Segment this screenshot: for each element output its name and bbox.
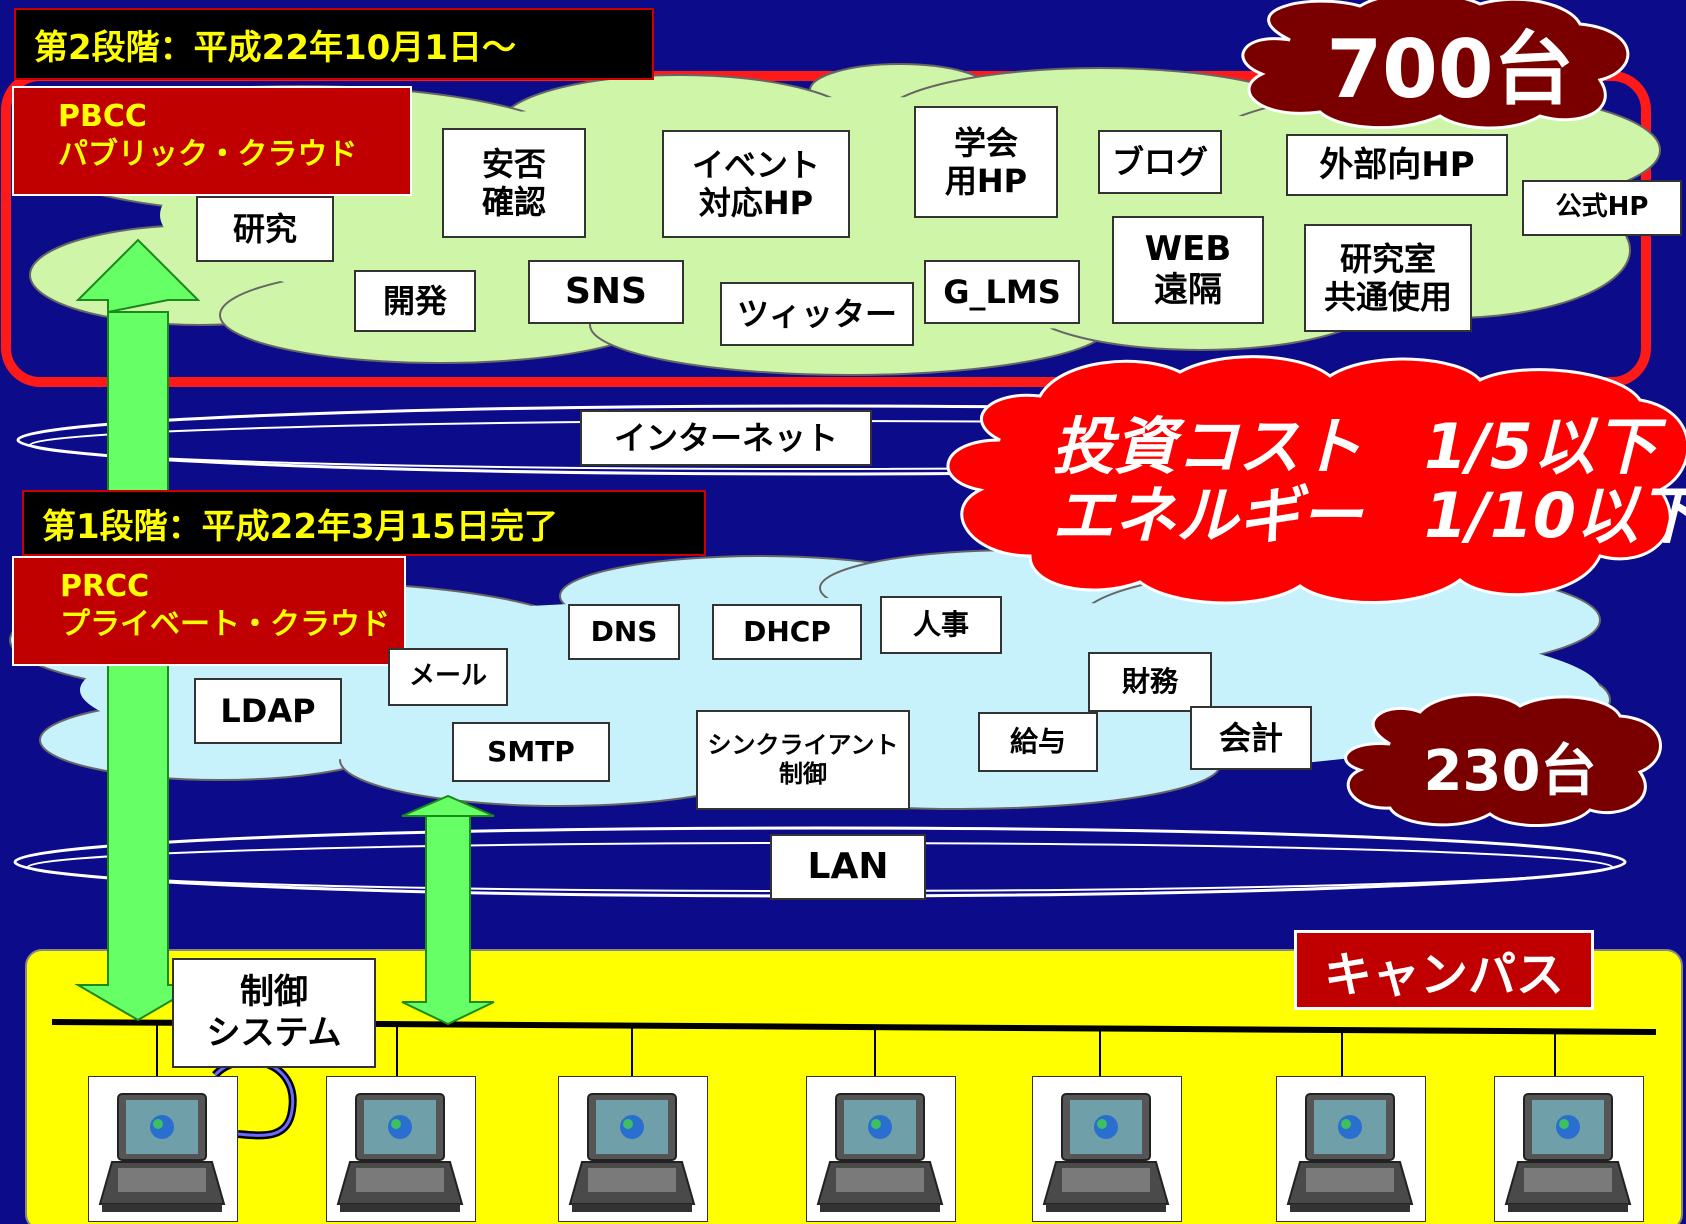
service-thin-client-control: シンクライアント 制御 — [696, 710, 910, 810]
service-twitter: ツィッター — [720, 282, 914, 346]
internet-label: インターネット — [580, 410, 872, 466]
laptop-icon — [98, 1093, 226, 1212]
campus-drops — [156, 1022, 1556, 1076]
laptop-icon — [568, 1093, 696, 1212]
pbcc-title: PBCC — [58, 99, 147, 134]
lan-label: LAN — [770, 834, 926, 900]
prcc-title: PRCC — [60, 569, 150, 604]
service-kaikei: 会計 — [1190, 706, 1312, 770]
service-smtp: SMTP — [452, 722, 610, 782]
service-zaimu: 財務 — [1088, 652, 1212, 712]
control-system-label: 制御 システム — [172, 958, 376, 1068]
cost-line-energy: エネルギー 1/10以下 — [1052, 479, 1686, 553]
service-kyuyo: 給与 — [978, 712, 1098, 772]
prcc-subtitle: プライベート・クラウド — [60, 606, 390, 642]
service-sns: SNS — [528, 260, 684, 324]
laptop-icon — [1504, 1093, 1632, 1212]
service-dns: DNS — [568, 604, 680, 660]
cost-reduction-text: 投資コスト 1/5以下 エネルギー 1/10以下 — [1052, 412, 1686, 551]
laptop-icon — [1286, 1093, 1414, 1212]
arrow-prcc-campus — [401, 794, 495, 1026]
service-glms: G_LMS — [924, 260, 1080, 324]
stage1-header: 第1段階：平成22年3月15日完了 — [22, 490, 706, 556]
cost-cloud — [946, 355, 1686, 605]
service-web-remote: WEB 遠隔 — [1112, 216, 1264, 324]
service-blog: ブログ — [1098, 130, 1222, 194]
service-event-hp: イベント 対応HP — [662, 130, 850, 238]
laptop-icon — [1042, 1093, 1170, 1212]
service-koushiki-hp: 公式HP — [1522, 180, 1682, 236]
service-ldap: LDAP — [194, 678, 342, 744]
pbcc-title-box: PBCC パブリック・クラウド — [12, 86, 412, 196]
laptop-icon — [336, 1093, 464, 1212]
private-server-count: 230台 — [1423, 738, 1597, 804]
service-lab-shared: 研究室 共通使用 — [1304, 224, 1472, 332]
service-mail: メール — [388, 648, 508, 706]
prcc-title-box: PRCC プライベート・クラウド — [12, 556, 406, 666]
service-kenkyu: 研究 — [196, 196, 334, 262]
service-kaihatsu: 開発 — [354, 270, 476, 332]
service-dhcp: DHCP — [712, 604, 862, 660]
pbcc-subtitle: パブリック・クラウド — [58, 136, 358, 172]
public-server-count: 700台 — [1326, 23, 1574, 116]
count-cloud-230 — [1344, 693, 1662, 828]
cost-line-investment: 投資コスト 1/5以下 — [1052, 410, 1657, 483]
laptop-icon — [816, 1093, 944, 1212]
stage2-header: 第2段階：平成22年10月1日～ — [14, 8, 654, 80]
service-gakkai-hp: 学会 用HP — [914, 106, 1058, 218]
service-jinji: 人事 — [880, 596, 1002, 654]
campus-label: キャンパス — [1294, 930, 1594, 1010]
service-gaibu-hp: 外部向HP — [1286, 134, 1508, 196]
service-anpi: 安否 確認 — [442, 128, 586, 238]
count-cloud-700 — [1241, 0, 1630, 130]
